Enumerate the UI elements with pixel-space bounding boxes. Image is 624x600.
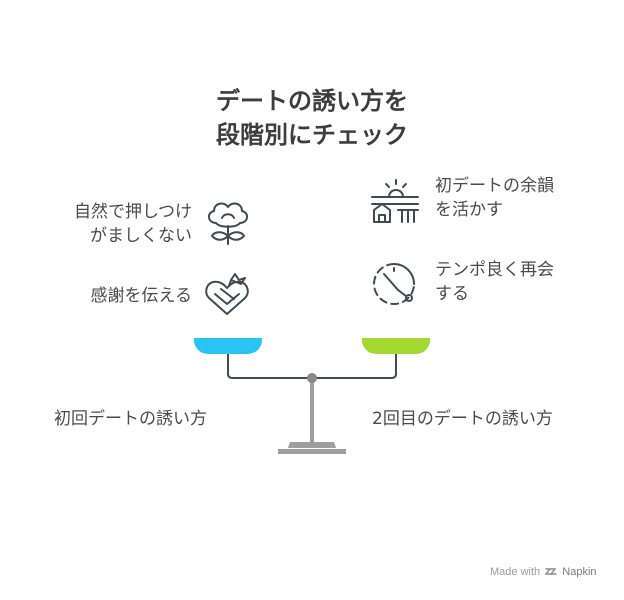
left-item-2-line-1: 感謝を伝える: [90, 286, 193, 306]
title-line-1: デートの誘い方を: [216, 87, 408, 115]
napkin-logo-icon: [544, 566, 557, 580]
right-item-1-line-1: 初デートの余韻: [435, 176, 554, 196]
right-item-1-text: 初デートの余韻 を活かす: [435, 174, 554, 222]
diagram-title: デートの誘い方を 段階別にチェック: [0, 84, 624, 152]
title-line-2: 段階別にチェック: [216, 121, 408, 149]
scale-base: [288, 442, 336, 448]
left-pan-label: 初回デートの誘い方: [54, 409, 207, 429]
right-item-1-line-2: を活かす: [435, 200, 503, 220]
right-item-2-text: テンポ良く再会 する: [435, 258, 554, 306]
right-pan: [362, 338, 430, 354]
napkin-brand-text: Napkin: [562, 566, 597, 578]
clock-tempo-icon: [370, 260, 422, 310]
napkin-watermark[interactable]: Made with Napkin: [490, 566, 597, 580]
sunset-house-icon: [370, 176, 422, 226]
cotton-flower-icon: [202, 198, 254, 248]
left-item-1-line-1: 自然で押しつけ: [74, 202, 192, 222]
left-pan: [194, 338, 262, 354]
right-item-2-line-1: テンポ良く再会: [435, 260, 554, 280]
made-with-text: Made with: [490, 566, 541, 578]
scale-pivot: [307, 373, 317, 383]
gift-heart-icon: [201, 270, 253, 320]
right-item-2-line-2: する: [435, 284, 469, 304]
left-item-1-text: 自然で押しつけ がましくない: [74, 200, 192, 248]
scale-foot: [278, 449, 346, 454]
left-item-2-text: 感謝を伝える: [91, 284, 193, 308]
left-item-1-line-2: がましくない: [90, 226, 192, 246]
right-pan-label: 2回目のデートの誘い方: [372, 409, 553, 429]
